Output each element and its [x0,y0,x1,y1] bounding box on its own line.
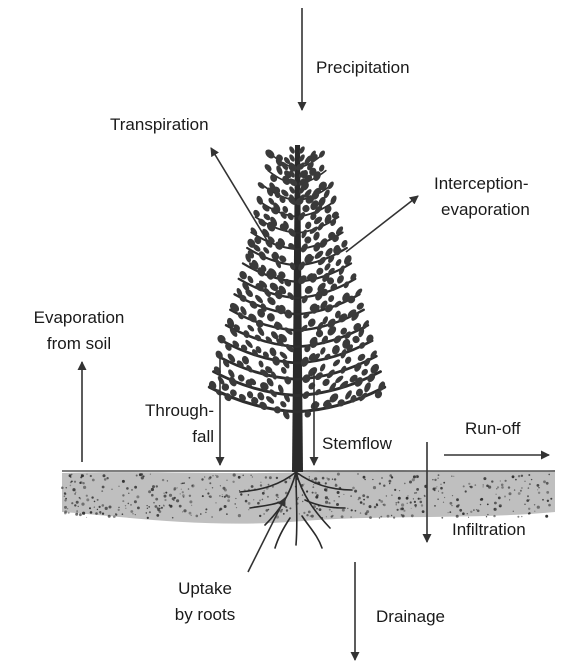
infiltration-label: Infiltration [452,519,526,541]
uptake-label-line1: Uptake [160,578,250,600]
throughfall-label-line2: fall [104,426,214,448]
interception-label-line1: Interception- [434,173,529,195]
interception-evaporation-arrow [346,196,418,252]
stemflow-label: Stemflow [322,433,392,455]
throughfall-label-line1: Through- [104,400,214,422]
drainage-label: Drainage [376,606,445,628]
transpiration-arrow [211,148,268,242]
runoff-label: Run-off [465,418,520,440]
interception-label-line2: evaporation [441,199,530,221]
evaporation-soil-label-line2: from soil [14,333,144,355]
soil-layer [61,470,555,524]
transpiration-label: Transpiration [110,114,209,136]
uptake-label-line2: by roots [150,604,260,626]
tree [208,145,387,472]
evaporation-soil-label-line1: Evaporation [14,307,144,329]
precipitation-label: Precipitation [316,57,410,79]
arrows [82,8,549,660]
